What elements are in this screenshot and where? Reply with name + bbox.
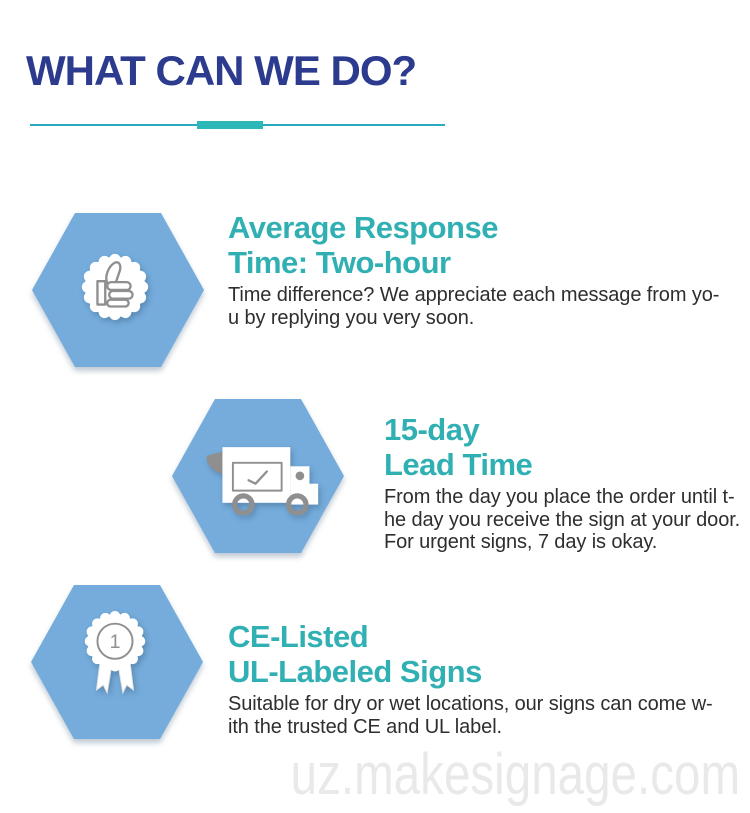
heading-line: Time: Two-hour [228,245,451,280]
body-line: Time difference? We appreciate each mess… [228,284,720,306]
heading-line: 15-day [384,412,480,447]
feature-hexagon-lead-time [172,399,344,553]
heading-line: CE-Listed [228,619,369,654]
feature-hexagon-response [32,213,204,367]
feature-response-heading: Average Response Time: Two-hour [228,210,719,280]
feature-response: Average Response Time: Two-hour Time dif… [228,210,719,329]
feature-lead-time-heading: 15-day Lead Time [384,412,740,482]
title-divider-line [30,121,445,129]
title-divider-accent-bar [197,121,263,129]
feature-hexagon-certified: 1 [31,585,203,739]
heading-line: UL-Labeled Signs [228,654,482,689]
feature-certified: CE-Listed UL-Labeled Signs Suitable for … [228,619,713,738]
first-place-rosette-icon: 1 [29,574,201,728]
rosette-number: 1 [110,631,121,653]
body-line: u by replying you very soon. [228,306,475,329]
delivery-truck-icon [173,394,345,548]
heading-line: Average Response [228,210,498,245]
feature-certified-description: Suitable for dry or wet locations, our s… [228,693,713,738]
body-line: he day you receive the sign at your door… [384,508,741,531]
thumbs-up-badge-icon [29,210,201,364]
page-title: WHAT CAN WE DO? [26,47,417,94]
feature-lead-time: 15-day Lead Time From the day you place … [384,412,740,554]
body-line: For urgent signs, 7 day is okay. [384,531,658,553]
body-line: Suitable for dry or wet locations, our s… [228,693,713,715]
body-line: ith the trusted CE and UL label. [228,715,502,738]
feature-lead-time-description: From the day you place the order until t… [384,486,740,554]
feature-certified-heading: CE-Listed UL-Labeled Signs [228,619,713,689]
heading-line: Lead Time [384,447,533,482]
body-line: From the day you place the order until t… [384,486,735,508]
watermark-text: uz.makesignage.com [290,742,740,807]
feature-response-description: Time difference? We appreciate each mess… [228,284,719,329]
